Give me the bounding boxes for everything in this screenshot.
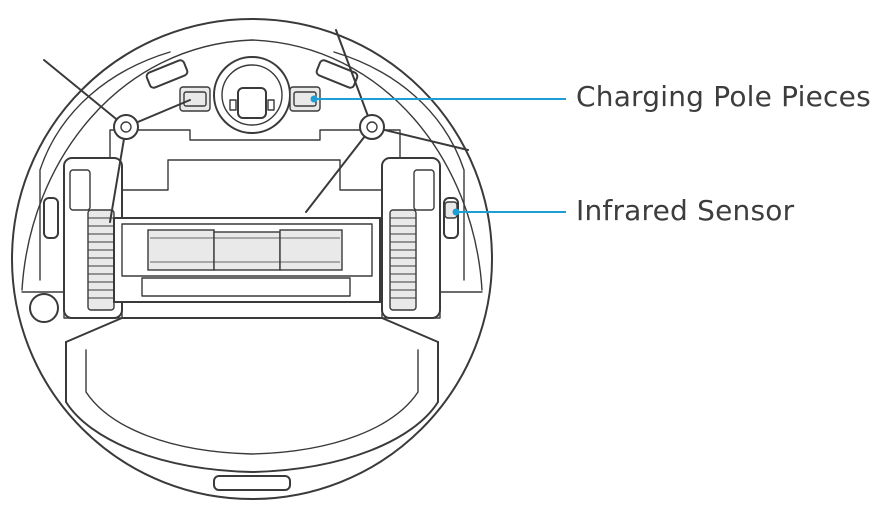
charging-pole-pieces-label: Charging Pole Pieces bbox=[576, 80, 871, 113]
left-wheel bbox=[63, 157, 123, 319]
main-brush-compartment bbox=[113, 217, 381, 303]
front-caster-wheel bbox=[213, 56, 291, 134]
left-side-brush bbox=[43, 59, 191, 223]
charging-pole-pieces bbox=[179, 86, 321, 112]
leader-lines bbox=[310, 95, 566, 216]
upper-plate bbox=[109, 129, 401, 191]
dust-bin bbox=[65, 317, 439, 491]
top-slots bbox=[145, 59, 359, 89]
right-side-brush bbox=[305, 29, 469, 213]
right-wheel bbox=[381, 157, 441, 319]
infrared-sensor-label: Infrared Sensor bbox=[576, 194, 795, 227]
left-round-sensor bbox=[29, 293, 59, 323]
